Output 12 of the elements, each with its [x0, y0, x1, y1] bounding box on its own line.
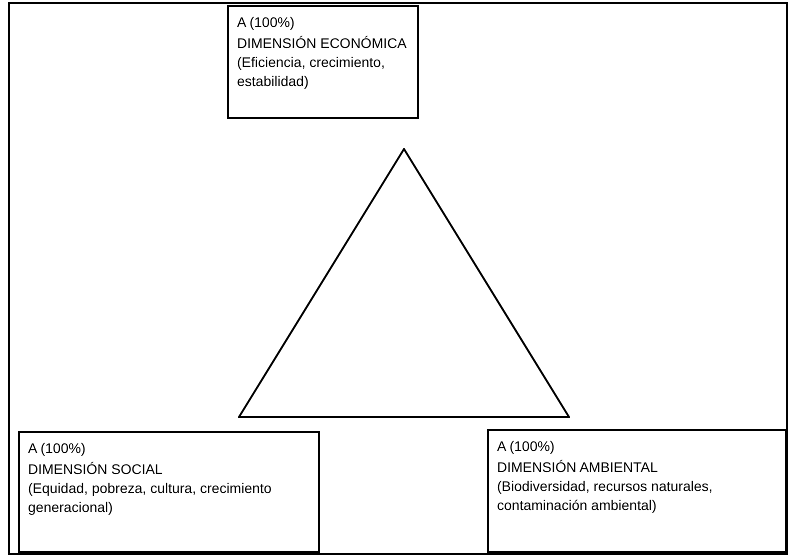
heading-text: DIMENSIÓN SOCIAL: [28, 460, 164, 479]
dimension-box: [227, 5, 419, 119]
heading-text: DIMENSIÓN AMBIENTAL: [497, 458, 659, 477]
description-text: (Equidad, pobreza, cultura, crecimiento generacional): [28, 479, 273, 517]
value-text: A (100%): [28, 439, 87, 458]
dimension-box: [487, 429, 787, 553]
description-text: (Biodiversidad, recursos naturales, contaminación ambiental): [497, 477, 714, 515]
description-text: (Eficiencia, crecimiento, estabilidad): [237, 53, 386, 91]
dimension-box: [18, 431, 320, 553]
value-text: A (100%): [497, 437, 556, 456]
value-text: A (100%): [237, 13, 296, 32]
heading-text: DIMENSIÓN ECONÓMICA: [237, 34, 408, 53]
